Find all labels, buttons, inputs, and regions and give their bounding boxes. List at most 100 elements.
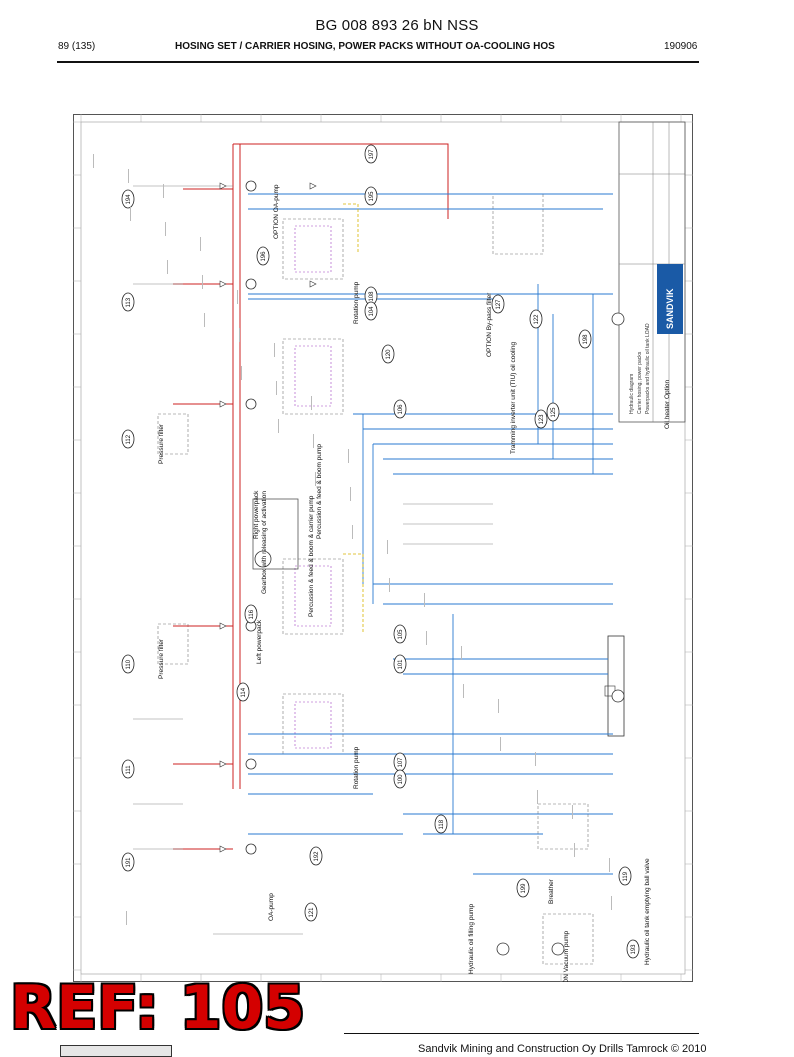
component-label-percussion-top: Percussion & feed & boom pump — [316, 444, 323, 539]
svg-text:118: 118 — [439, 819, 445, 829]
footer-divider — [344, 1033, 699, 1034]
svg-text:114: 114 — [241, 687, 247, 697]
svg-text:116: 116 — [249, 609, 255, 619]
position-number-122: 122 — [529, 309, 543, 329]
component-label-pressure-filter-top: Pressure filter — [158, 423, 165, 464]
title-block-line: Carrier hosing, power packs — [637, 351, 643, 414]
svg-text:113: 113 — [126, 297, 132, 307]
hydraulic-diagram-sheet: SANDVIK Hydraulic diagram Carrier hosing… — [73, 114, 693, 982]
pressure-filter-bottom-box — [157, 623, 189, 665]
position-number-106: 106 — [393, 399, 407, 419]
svg-text:101: 101 — [398, 659, 404, 670]
component-label-bypass-filter: OPTION By-pass filter — [486, 292, 493, 357]
svg-text:106: 106 — [398, 404, 404, 415]
svg-text:199: 199 — [521, 883, 527, 894]
component-label-emptying: Hydraulic oil tank emptying ball valve — [644, 858, 651, 965]
svg-text:195: 195 — [369, 191, 375, 202]
position-number-107: 107 — [393, 752, 407, 772]
position-number-116: 116 — [244, 604, 258, 624]
component-label-filling-pump: Hydraulic oil filling pump — [468, 904, 475, 974]
vacuum-pump-box — [542, 913, 594, 965]
position-number-125: 125 — [546, 402, 560, 422]
svg-text:198: 198 — [583, 334, 589, 345]
hydraulic-diagram: SANDVIK Hydraulic diagram Carrier hosing… — [73, 114, 693, 982]
gearbox — [252, 498, 299, 570]
position-number-199: 199 — [516, 878, 530, 898]
title-block: SANDVIK Hydraulic diagram Carrier hosing… — [618, 121, 686, 423]
pressure-filter-top-box — [157, 413, 189, 455]
component-label-breather: Breather — [548, 878, 555, 904]
percussion-pump-top-box — [282, 338, 344, 415]
svg-text:120: 120 — [386, 349, 392, 360]
position-number-192: 192 — [309, 846, 323, 866]
position-number-100: 100 — [393, 769, 407, 789]
percussion-pump-bottom-box — [282, 558, 344, 635]
component-label-rotation-pump-top: Rotation pump — [353, 281, 360, 324]
position-number-120: 120 — [381, 344, 395, 364]
sandvik-footer-logo — [60, 1045, 172, 1057]
rotation-pump-top-box — [282, 218, 344, 280]
svg-text:197: 197 — [369, 149, 375, 160]
svg-text:192: 192 — [314, 851, 320, 862]
component-label-pressure-filter-bottom: Pressure filter — [158, 638, 165, 679]
position-number-197: 197 — [364, 144, 378, 164]
component-label-tramming: Tramming inverter unit (TIU) oil cooling — [510, 342, 517, 454]
svg-text:110: 110 — [126, 659, 132, 669]
svg-text:125: 125 — [551, 407, 557, 418]
position-number-119: 119 — [618, 866, 632, 886]
position-number-111: 111 — [121, 759, 135, 779]
position-number-112: 112 — [121, 429, 135, 449]
position-number-121: 121 — [304, 902, 318, 922]
brand-logo: SANDVIK — [665, 288, 675, 329]
svg-text:112: 112 — [126, 434, 132, 444]
position-number-196: 196 — [256, 246, 270, 266]
svg-text:121: 121 — [309, 907, 315, 918]
component-label-oa-pump-top: OPTION OA-pump — [273, 184, 280, 239]
position-number-194: 194 — [121, 189, 135, 209]
svg-text:196: 196 — [261, 251, 267, 262]
position-number-118: 118 — [434, 814, 448, 834]
svg-text:104: 104 — [369, 306, 375, 317]
component-label-rotation-pump-bottom: Rotation pump — [353, 746, 360, 789]
position-number-104: 104 — [364, 301, 378, 321]
component-label-vacuum-pump: OPTION Vacuum pump — [563, 930, 570, 982]
footer-copyright: Sandvik Mining and Construction Oy Drill… — [418, 1043, 707, 1055]
svg-text:191: 191 — [126, 857, 132, 868]
svg-text:107: 107 — [398, 757, 404, 768]
section-title: HOSING SET / CARRIER HOSING, POWER PACKS… — [175, 41, 555, 52]
header-divider — [57, 61, 699, 63]
svg-text:123: 123 — [539, 414, 545, 425]
position-number-193: 193 — [626, 939, 640, 959]
position-number-123: 123 — [534, 409, 548, 429]
svg-text:194: 194 — [126, 194, 132, 205]
svg-text:111: 111 — [126, 765, 132, 775]
component-label-oa-pump-bottom: OA-pump — [268, 893, 275, 921]
component-label-right-powerpack: Right powerpack — [253, 490, 260, 539]
position-number-198: 198 — [578, 329, 592, 349]
reference-stamp: REF: 105 — [10, 973, 306, 1043]
position-number-191: 191 — [121, 852, 135, 872]
title-block-line: Powerpacks and hydraulic oil tank LOAD — [645, 323, 651, 414]
position-number-113: 113 — [121, 292, 135, 312]
position-number-101: 101 — [393, 654, 407, 674]
position-number-105: 105 — [393, 624, 407, 644]
document-title: BG 008 893 26 bN NSS — [315, 17, 479, 34]
svg-text:122: 122 — [534, 314, 540, 325]
component-label-left-powerpack: Left powerpack — [256, 619, 263, 664]
position-number-114: 114 — [236, 682, 250, 702]
breather-box — [537, 803, 589, 850]
svg-text:127: 127 — [496, 299, 502, 310]
svg-text:108: 108 — [369, 291, 375, 302]
svg-text:105: 105 — [398, 629, 404, 640]
component-label-percussion-bottom: Percussion & feed & boom & carrier pump — [308, 495, 315, 617]
position-number-110: 110 — [121, 654, 135, 674]
svg-text:193: 193 — [631, 944, 637, 955]
position-number-127: 127 — [491, 294, 505, 314]
component-label-gearbox: Gearbox with releasing of activation — [261, 491, 268, 594]
position-number-195: 195 — [364, 186, 378, 206]
component-label-oil-heater: Oil heater Option — [664, 379, 671, 429]
svg-text:100: 100 — [398, 774, 404, 785]
title-block-line: Hydraulic diagram — [629, 374, 635, 414]
svg-text:119: 119 — [623, 871, 629, 881]
document-date: 190906 — [664, 41, 698, 52]
